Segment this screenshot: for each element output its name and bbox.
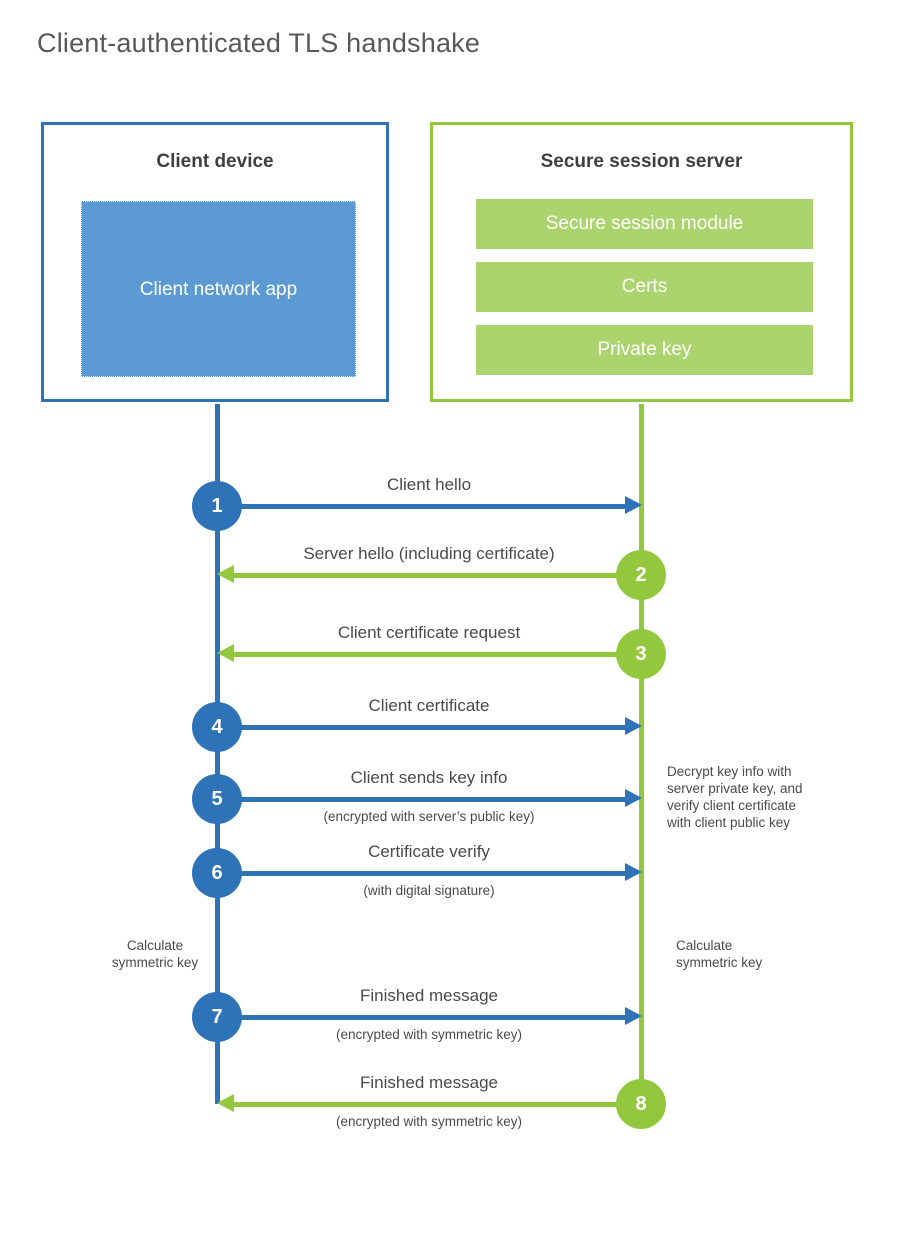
arrow-head-right-icon bbox=[625, 1007, 642, 1025]
client-lifeline bbox=[215, 404, 220, 1104]
message-label: Client certificate request bbox=[337, 623, 521, 642]
arrow-shaft bbox=[217, 1015, 625, 1020]
step-circle: 1 bbox=[192, 481, 242, 531]
message-sublabel: (encrypted with symmetric key) bbox=[335, 1114, 523, 1129]
arrow-head-right-icon bbox=[625, 496, 642, 514]
note-client-calculate-symmetric-key: Calculate symmetric key bbox=[111, 938, 199, 970]
step-circle: 7 bbox=[192, 992, 242, 1042]
arrow-head-left-icon bbox=[217, 565, 234, 583]
step-circle: 3 bbox=[616, 629, 666, 679]
step-circle: 6 bbox=[192, 848, 242, 898]
note-server-calculate-symmetric-key: Calculate symmetric key bbox=[676, 938, 763, 970]
message-label: Client sends key info bbox=[350, 768, 508, 787]
client-network-app-label: Client network app bbox=[139, 278, 298, 300]
server-lifeline bbox=[639, 404, 644, 1104]
arrow-shaft bbox=[217, 871, 625, 876]
arrow-head-right-icon bbox=[625, 863, 642, 881]
step-circle: 4 bbox=[192, 702, 242, 752]
arrow-head-left-icon bbox=[217, 644, 234, 662]
server-module-bar: Secure session module bbox=[476, 199, 813, 249]
note-server-decrypt-key-info: Decrypt key info with server private key… bbox=[667, 764, 803, 830]
arrow-head-left-icon bbox=[217, 1094, 234, 1112]
client-network-app-box: Client network app bbox=[81, 201, 356, 377]
message-label: Certificate verify bbox=[368, 842, 490, 861]
message-label: Server hello (including certificate) bbox=[303, 544, 555, 563]
page-title: Client-authenticated TLS handshake bbox=[37, 28, 481, 58]
client-device-title: Client device bbox=[156, 151, 274, 172]
arrow-head-right-icon bbox=[625, 789, 642, 807]
message-label: Client certificate bbox=[368, 696, 490, 715]
message-sublabel: (encrypted with server’s public key) bbox=[323, 809, 535, 824]
client-device-box: Client device Client network app bbox=[41, 122, 389, 402]
server-private-key-bar: Private key bbox=[476, 325, 813, 375]
secure-session-server-box: Secure session server Secure session mod… bbox=[430, 122, 853, 402]
message-label: Finished message bbox=[360, 986, 498, 1005]
message-label: Client hello bbox=[386, 475, 472, 494]
server-certs-bar: Certs bbox=[476, 262, 813, 312]
arrow-shaft bbox=[234, 573, 641, 578]
step-circle: 2 bbox=[616, 550, 666, 600]
step-circle: 5 bbox=[192, 774, 242, 824]
arrow-shaft bbox=[217, 725, 625, 730]
message-label: Finished message bbox=[360, 1073, 498, 1092]
arrow-shaft bbox=[217, 504, 625, 509]
message-sublabel: (encrypted with symmetric key) bbox=[335, 1027, 523, 1042]
arrow-shaft bbox=[217, 797, 625, 802]
arrow-shaft bbox=[234, 1102, 641, 1107]
message-sublabel: (with digital signature) bbox=[363, 883, 495, 898]
arrow-shaft bbox=[234, 652, 641, 657]
step-circle: 8 bbox=[616, 1079, 666, 1129]
secure-session-server-title: Secure session server bbox=[540, 151, 743, 172]
arrow-head-right-icon bbox=[625, 717, 642, 735]
